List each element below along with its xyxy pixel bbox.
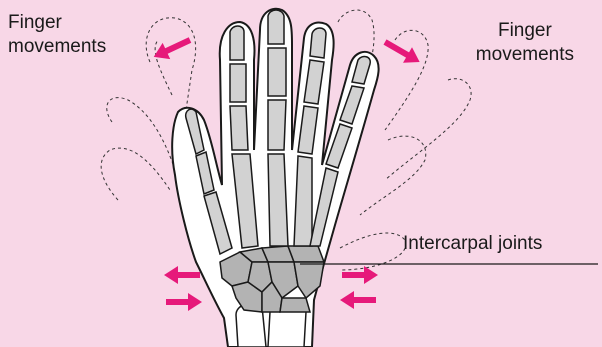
arrow-wrist-left-out <box>164 266 200 284</box>
finger-movements-label-right: Finger movements <box>476 19 574 67</box>
finger-movements-left-line1: Finger <box>8 11 106 35</box>
finger-movements-label-left: Finger movements <box>8 11 106 59</box>
arrow-wrist-right-in <box>340 291 376 309</box>
finger-movements-left-line2: movements <box>8 35 106 59</box>
arrow-wrist-right-out <box>342 266 378 284</box>
intercarpal-joints-label: Intercarpal joints <box>403 232 542 256</box>
arrow-finger-right <box>381 34 425 70</box>
finger-movements-right-line1: Finger <box>476 19 574 43</box>
finger-movements-right-line2: movements <box>476 43 574 67</box>
arrow-wrist-left-in <box>166 293 202 311</box>
